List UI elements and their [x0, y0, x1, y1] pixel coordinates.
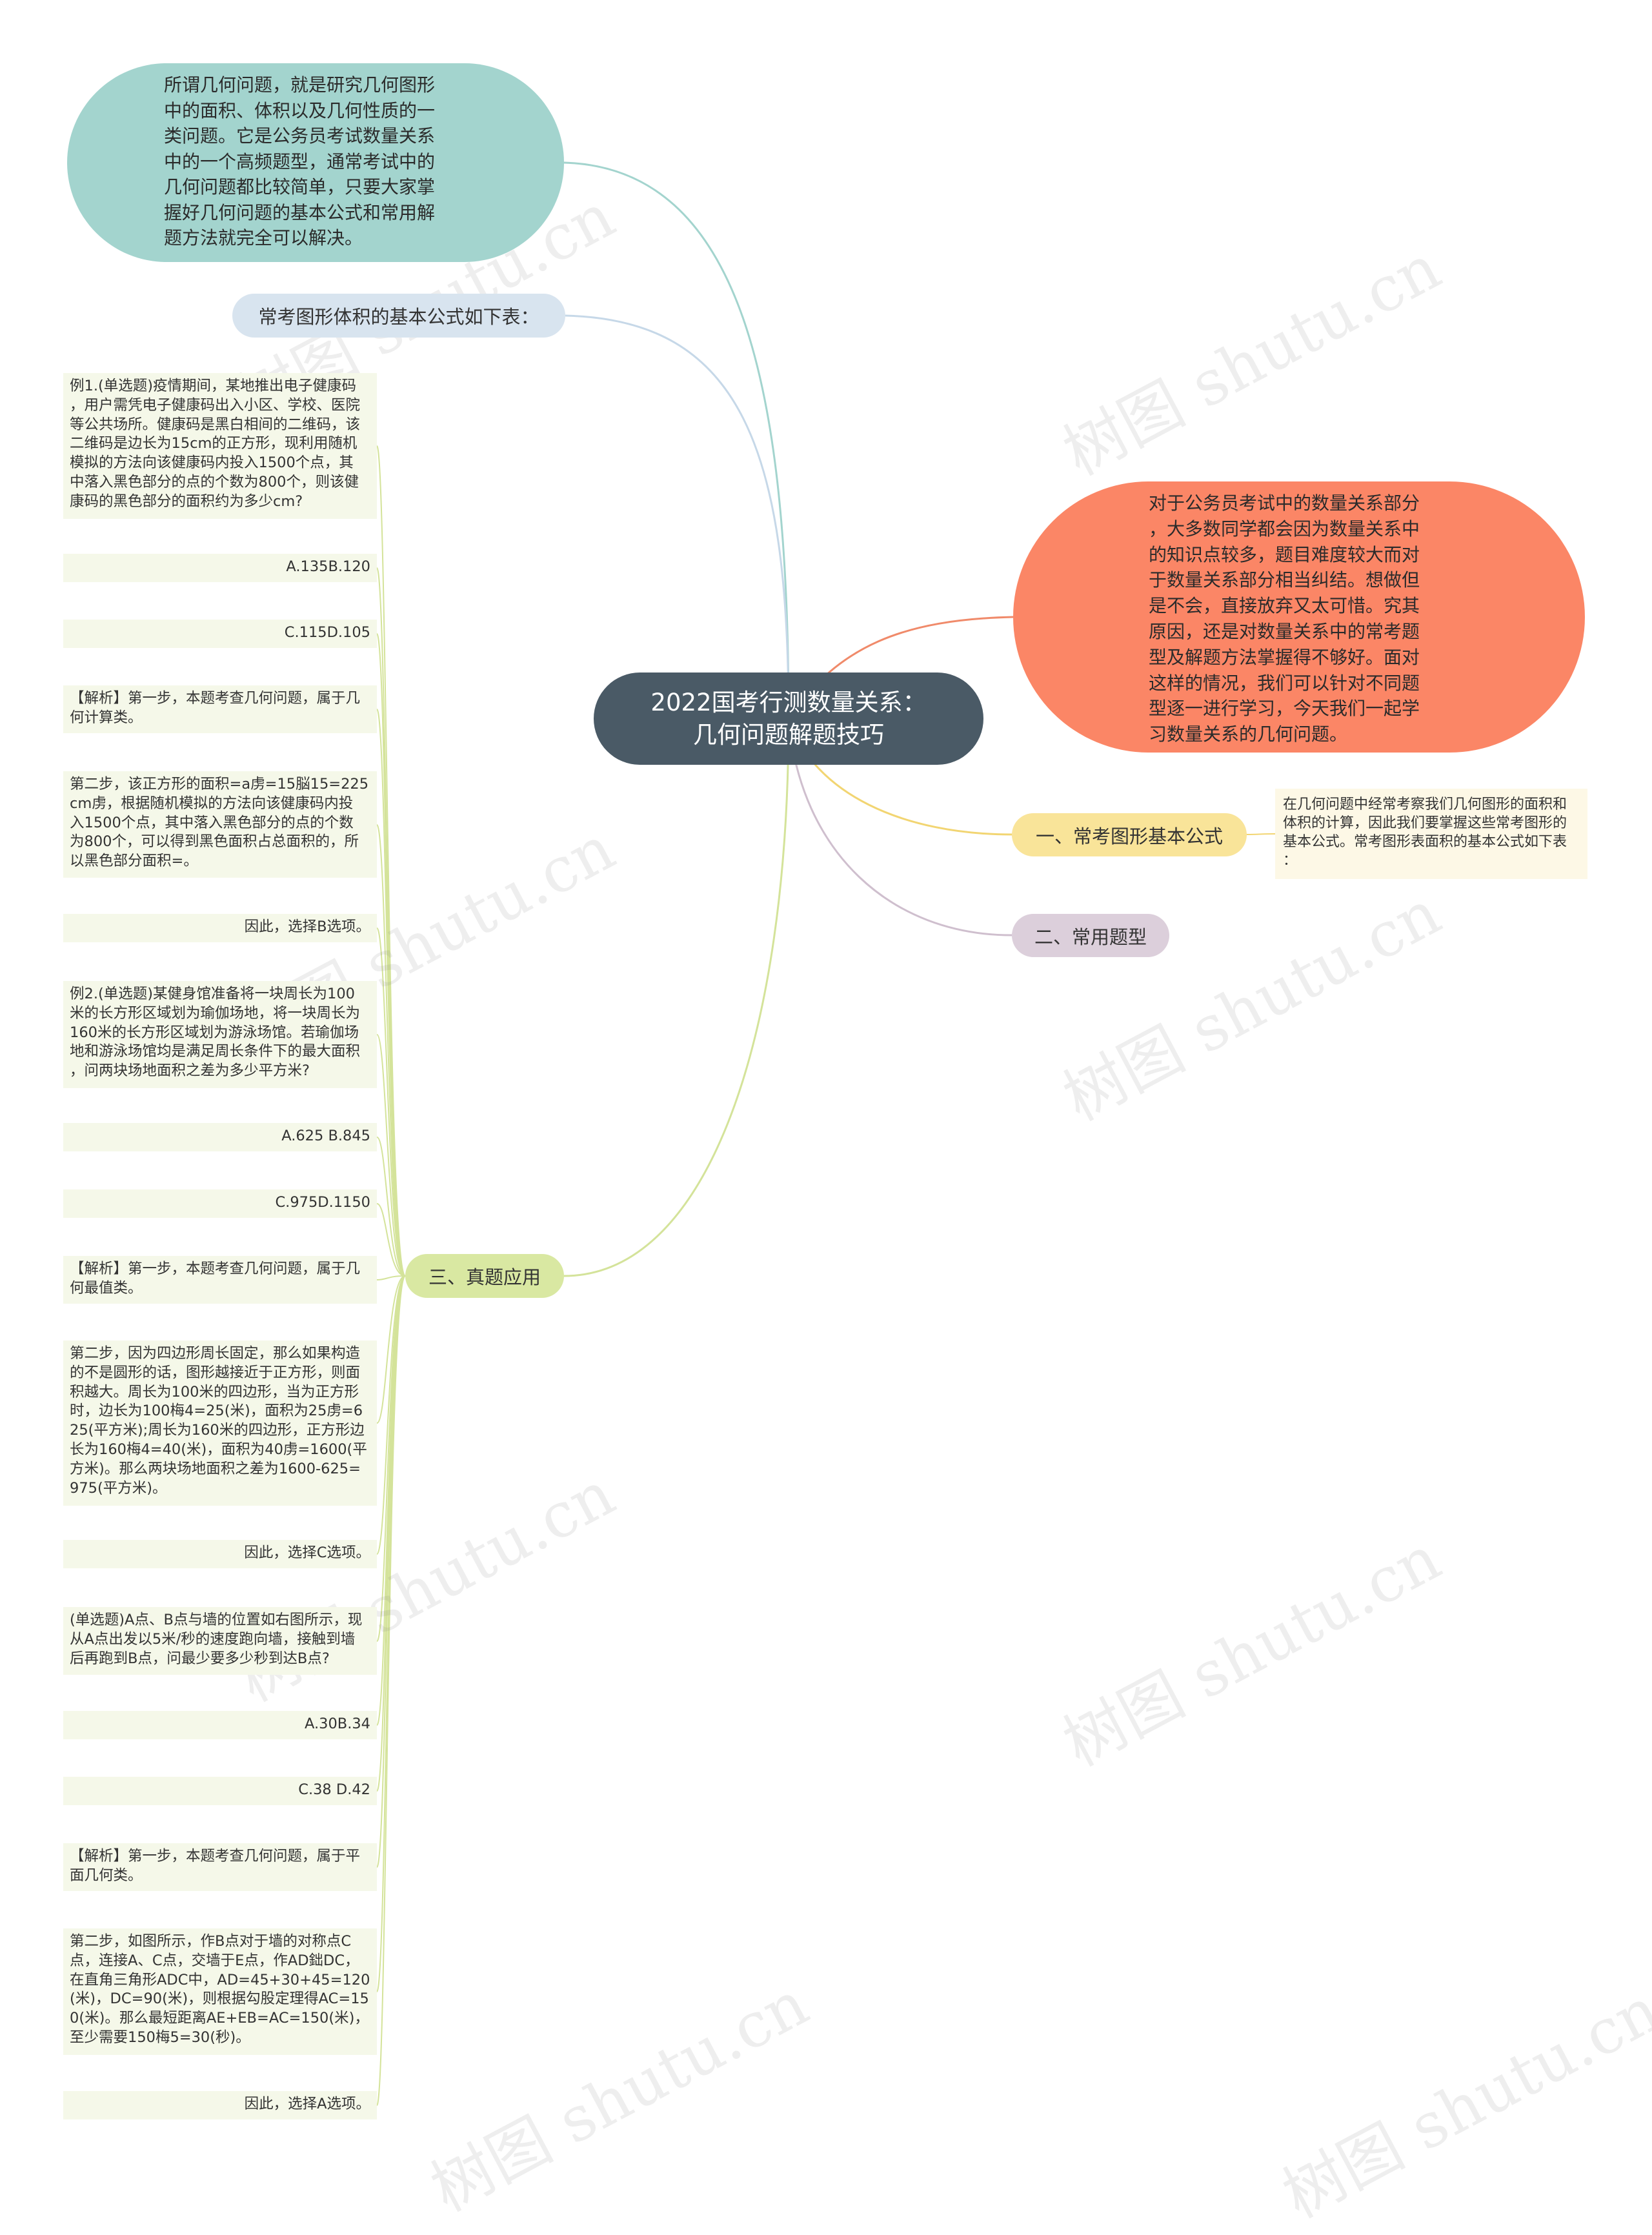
intro-left-bubble[interactable]: 所谓几何问题，就是研究几何图形 中的面积、体积以及几何性质的一 类问题。它是公务… [67, 63, 564, 262]
leaf-example-2-analysis-step1[interactable]: 【解析】第一步，本题考查几何问题，属于几 何最值类。 [63, 1256, 377, 1304]
leaf-example-1[interactable]: 例1.(单选题)疫情期间，某地推出电子健康码 ，用户需凭电子健康码出入小区、学校… [63, 373, 377, 519]
branch-common-formulas-note[interactable]: 在几何问题中经常考察我们几何图形的面积和 体积的计算，因此我们要掌握这些常考图形… [1275, 789, 1587, 879]
link-branch3-leaf [376, 1034, 406, 1277]
leaf-example-3-options-ab[interactable]: A.30B.34 [63, 1711, 377, 1739]
branch-real-exam-application[interactable]: 三、真题应用 [405, 1254, 564, 1298]
leaf-example-1-options-cd[interactable]: C.115D.105 [63, 620, 377, 648]
leaf-example-3[interactable]: (单选题)A点、B点与墙的位置如右图所示，现 从A点出发以5米/秒的速度跑向墙，… [63, 1607, 377, 1675]
leaf-example-1-options-ab[interactable]: A.135B.120 [63, 554, 377, 582]
leaf-example-2-options-cd[interactable]: C.975D.1150 [63, 1189, 377, 1218]
link-branch3-leaf [376, 1203, 406, 1277]
link-root-branch-3 [563, 718, 790, 1277]
mind-map: 树图 shutu.cn 树图 shutu.cn 树图 shutu.cn 树图 s… [63, 63, 1652, 2232]
link-branch3-leaf [376, 1275, 406, 1424]
leaf-example-1-analysis-step1[interactable]: 【解析】第一步，本题考查几何问题，属于几 何计算类。 [63, 685, 377, 733]
leaf-example-1-answer[interactable]: 因此，选择B选项。 [63, 914, 377, 942]
leaf-example-1-analysis-step2[interactable]: 第二步，该正方形的面积=a虏=15脳15=225 cm虏，根据随机模拟的方法向该… [63, 771, 377, 878]
leaf-example-3-analysis-step2[interactable]: 第二步，如图所示，作B点对于墙的对称点C 点，连接A、C点，交墙于E点，作AD鈯… [63, 1928, 377, 2055]
leaf-example-3-analysis-step1[interactable]: 【解析】第一步，本题考查几何问题，属于平 面几何类。 [63, 1843, 377, 1891]
link-root-branch-2 [787, 718, 1012, 936]
link-root-intro-left [563, 161, 790, 719]
link-branch3-leaf [376, 1275, 406, 1280]
leaf-example-3-answer[interactable]: 因此，选择A选项。 [63, 2091, 377, 2119]
link-branch3-leaf [376, 1275, 406, 1642]
leaf-example-2[interactable]: 例2.(单选题)某健身馆准备将一块周长为100 米的长方形区域划为瑜伽场地，将一… [63, 981, 377, 1088]
link-branch3-leaf [376, 824, 406, 1277]
link-branch3-leaf [376, 1275, 406, 1555]
link-root-volume-label [565, 314, 790, 719]
leaf-example-2-answer[interactable]: 因此，选择C选项。 [63, 1540, 377, 1568]
link-branch3-leaf [376, 1275, 406, 2106]
branch-common-question-types[interactable]: 二、常用题型 [1012, 914, 1169, 957]
leaf-example-3-options-cd[interactable]: C.38 D.42 [63, 1777, 377, 1805]
leaf-example-2-options-ab[interactable]: A.625 B.845 [63, 1123, 377, 1151]
connector-lines [376, 161, 1276, 2106]
leaf-example-2-analysis-step2[interactable]: 第二步，因为四边形周长固定，那么如果构造 的不是圆形的话，图形越接近于正方形，则… [63, 1340, 377, 1506]
link-branch3-leaf [376, 709, 406, 1277]
intro-right-bubble[interactable]: 对于公务员考试中的数量关系部分 ，大多数同学都会因为数量关系中 的知识点较多，题… [1013, 481, 1585, 753]
link-branch3-leaf [376, 927, 406, 1277]
link-branch3-leaf [376, 1137, 406, 1277]
branch-common-formulas[interactable]: 一、常考图形基本公式 [1012, 813, 1247, 856]
root-topic[interactable]: 2022国考行测数量关系： 几何问题解题技巧 [594, 673, 983, 765]
volume-formula-label[interactable]: 常考图形体积的基本公式如下表： [232, 294, 565, 338]
